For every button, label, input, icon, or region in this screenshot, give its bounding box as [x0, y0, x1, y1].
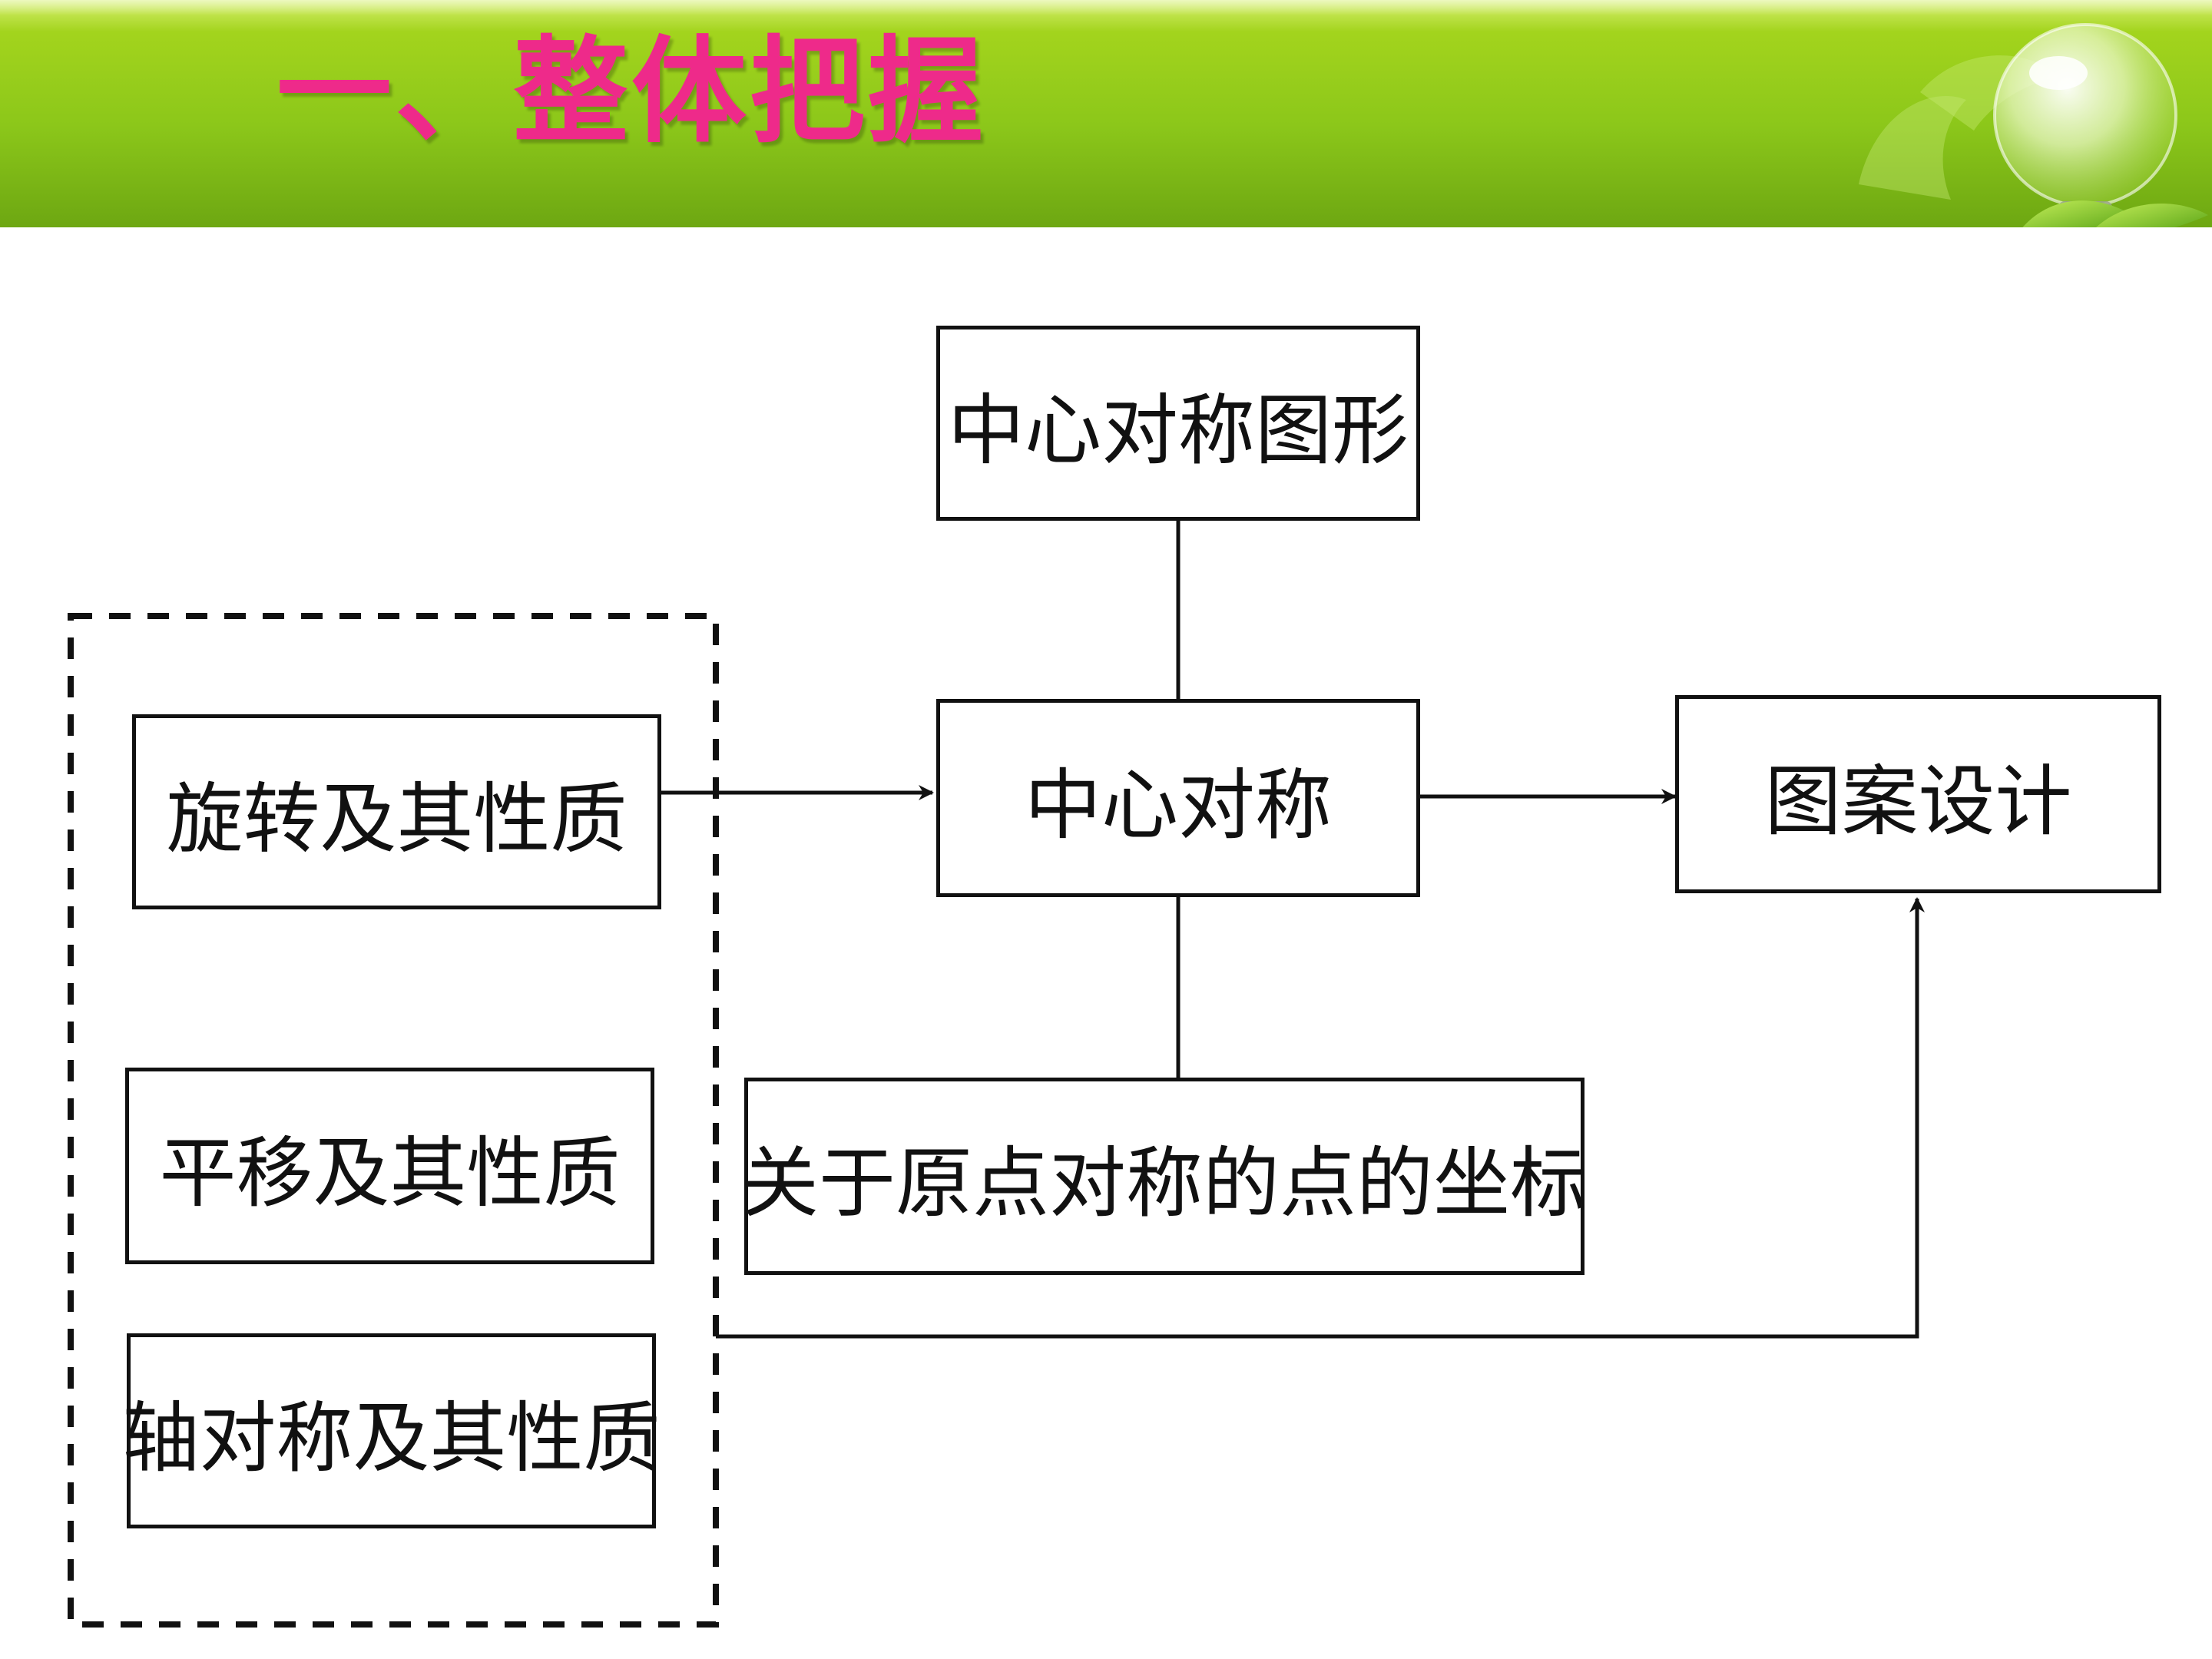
node-origin-symmetric-coordinates: 关于原点对称的点的坐标: [742, 1078, 1587, 1275]
node-rotation-properties: 旋转及其性质: [132, 714, 661, 909]
page-title: 一、整体把握: [276, 25, 987, 159]
lightbulb-leaf-icon: [1859, 23, 2208, 227]
node-axial-symmetry-properties: 轴对称及其性质: [123, 1333, 661, 1528]
node-pattern-design: 图案设计: [1675, 695, 2161, 893]
transformation-group-dashed-box: [68, 613, 719, 1628]
header-banner: 一、整体把握: [0, 0, 2212, 227]
header-highlight: [0, 0, 2212, 15]
node-central-symmetric-figure: 中心对称图形: [936, 326, 1420, 521]
node-translation-properties: 平移及其性质: [125, 1068, 654, 1264]
arrow-group-to-design: [716, 897, 1925, 1339]
node-central-symmetry: 中心对称: [936, 699, 1420, 897]
